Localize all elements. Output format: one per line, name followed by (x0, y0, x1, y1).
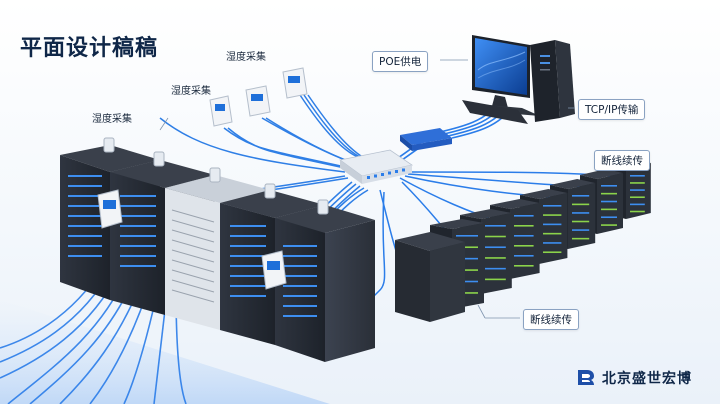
server-light (572, 212, 590, 214)
server-light (514, 255, 534, 257)
server-light (456, 257, 478, 260)
label-poe-power: POE供电 (372, 51, 429, 72)
label-humidity-collect-top: 湿度采集 (226, 52, 266, 63)
label-humidity-collect-mid: 湿度采集 (171, 86, 211, 97)
label-resume-top: 断线续传 (594, 150, 650, 171)
server-light (456, 246, 478, 249)
server-light (514, 215, 534, 217)
server-light (601, 200, 617, 203)
server-light (485, 246, 506, 249)
server-light (543, 232, 562, 235)
server-light (514, 265, 534, 267)
server-light (485, 257, 506, 259)
server-light (456, 280, 478, 283)
server-light (456, 292, 478, 294)
server-lights-left (68, 175, 317, 317)
brand-name: 北京盛世宏博 (602, 371, 692, 387)
server-light (630, 210, 645, 213)
server-light (543, 205, 562, 207)
keyboard-icon (462, 100, 528, 124)
server-light (630, 175, 645, 177)
server-light (514, 235, 534, 237)
server-light (601, 224, 617, 226)
server-light (572, 195, 590, 197)
server-light (485, 225, 506, 227)
server-light (456, 269, 478, 271)
server-light (601, 185, 617, 187)
server-light (630, 189, 645, 191)
server-light (601, 216, 617, 219)
server-light (630, 203, 645, 206)
pc-tower-icon (530, 40, 575, 122)
server-light (514, 225, 534, 227)
standalone-rack (395, 232, 465, 322)
server-light (630, 196, 645, 199)
server-light (543, 214, 562, 216)
server-light (485, 278, 506, 281)
server-light (572, 203, 590, 206)
central-switch (339, 149, 413, 184)
network-switch-icon (400, 128, 452, 151)
server-light (601, 192, 617, 195)
server-light (485, 267, 506, 270)
server-light (514, 245, 534, 247)
server-light (456, 235, 478, 237)
label-tcpip-transfer: TCP/IP传输 (578, 99, 646, 120)
page-title: 平面设计稿稿 (20, 36, 159, 61)
server-light (572, 220, 590, 223)
floor-glow (0, 300, 330, 404)
server-light (601, 208, 617, 211)
label-humidity-collect-left: 湿度采集 (92, 114, 132, 125)
server-light (543, 242, 562, 244)
server-light (630, 182, 645, 184)
label-resume-bottom: 断线续传 (523, 309, 579, 330)
server-light (485, 235, 506, 238)
rack-top-sensors (103, 137, 329, 215)
server-light (543, 251, 562, 254)
server-light (543, 223, 562, 226)
brand-logo-icon (578, 370, 594, 385)
server-light (572, 229, 590, 231)
humidity-sensor-icon (97, 67, 308, 290)
brand-logo: 北京盛世宏博 (575, 367, 692, 389)
server-light (572, 237, 590, 240)
